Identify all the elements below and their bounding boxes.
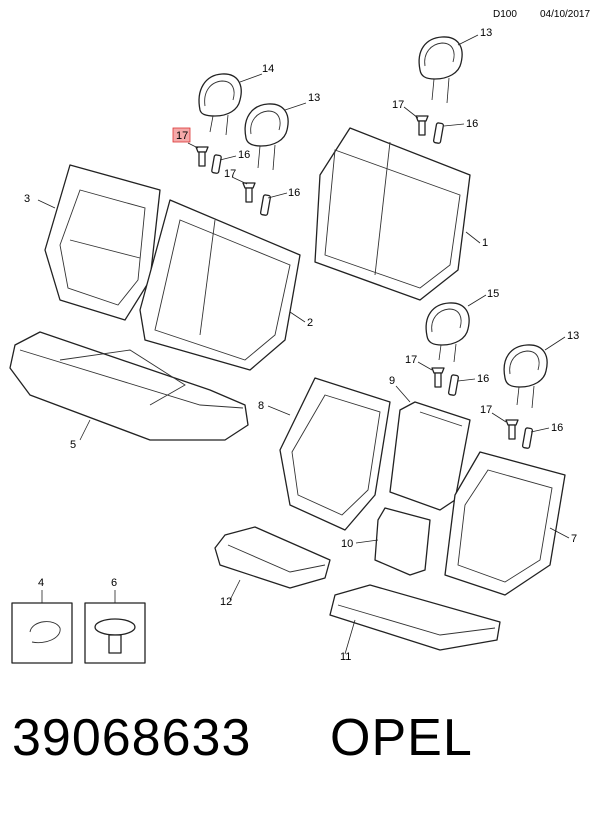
highlight-box — [172, 127, 191, 143]
backrest-cover-7[interactable] — [444, 451, 566, 596]
headrest-14[interactable] — [198, 73, 242, 136]
callout-16: 16 — [477, 373, 489, 385]
callout-17: 17 — [392, 99, 404, 111]
backrest-cover-8[interactable] — [279, 377, 391, 531]
headrest-13-b[interactable] — [418, 36, 463, 104]
callout-13: 13 — [567, 330, 579, 342]
guide-16-b[interactable] — [259, 194, 272, 216]
callout-15: 15 — [487, 288, 499, 300]
callout-16: 16 — [551, 422, 563, 434]
seat-cushion-5[interactable] — [9, 331, 249, 441]
callout-13: 13 — [308, 92, 320, 104]
pad-10[interactable] — [374, 507, 431, 576]
guide-17-b[interactable] — [242, 182, 256, 203]
armrest-cover-9[interactable] — [389, 401, 471, 511]
callout-16: 16 — [466, 118, 478, 130]
cushion-cover-11[interactable] — [329, 584, 501, 651]
backrest-2[interactable] — [139, 199, 301, 371]
part-4-box[interactable] — [11, 602, 73, 664]
callout-5: 5 — [70, 439, 76, 451]
guide-16-a[interactable] — [211, 154, 222, 174]
callout-17: 17 — [224, 168, 236, 180]
callout-11: 11 — [340, 651, 351, 663]
callout-3: 3 — [24, 193, 30, 205]
headrest-15[interactable] — [425, 302, 470, 363]
cushion-cover-12[interactable] — [214, 526, 331, 589]
guide-16-d[interactable] — [447, 374, 460, 396]
brand-name: OPEL — [330, 709, 473, 767]
backrest-1[interactable] — [314, 127, 471, 301]
headrest-13-a[interactable] — [244, 103, 289, 171]
callout-9: 9 — [389, 375, 395, 387]
callout-16: 16 — [238, 149, 250, 161]
callout-12: 12 — [220, 596, 232, 608]
guide-16-e[interactable] — [521, 427, 534, 449]
callout-8: 8 — [258, 400, 264, 412]
guide-17-c[interactable] — [415, 115, 429, 136]
part-number: 39068633 — [12, 709, 252, 767]
callout-17: 17 — [405, 354, 417, 366]
guide-17-highlighted[interactable] — [195, 146, 209, 167]
callout-16: 16 — [288, 187, 300, 199]
leader-lines — [37, 34, 570, 655]
callout-14: 14 — [262, 63, 274, 75]
parts-diagram: 14 13 17 16 17 16 3 2 5 13 17 16 1 15 17… — [9, 27, 579, 664]
callout-1: 1 — [482, 237, 488, 249]
callout-10: 10 — [341, 538, 353, 550]
diagram-date: 04/10/2017 — [540, 9, 591, 20]
headrest-13-c[interactable] — [503, 344, 548, 409]
callout-17: 17 — [480, 404, 492, 416]
callout-6: 6 — [111, 577, 117, 589]
diagram-code: D100 — [493, 9, 517, 20]
callout-17: 17 — [176, 130, 188, 142]
guide-16-c[interactable] — [432, 122, 445, 144]
part-6-box[interactable] — [84, 602, 146, 664]
callout-labels: 14 13 17 16 17 16 3 2 5 13 17 16 1 15 17… — [24, 27, 579, 663]
callout-7: 7 — [571, 533, 577, 545]
guide-17-d[interactable] — [431, 367, 445, 388]
guide-17-e[interactable] — [505, 419, 519, 440]
callout-4: 4 — [38, 577, 44, 589]
callout-13: 13 — [480, 27, 492, 39]
callout-2: 2 — [307, 317, 313, 329]
backrest-cover-3[interactable] — [44, 164, 161, 321]
